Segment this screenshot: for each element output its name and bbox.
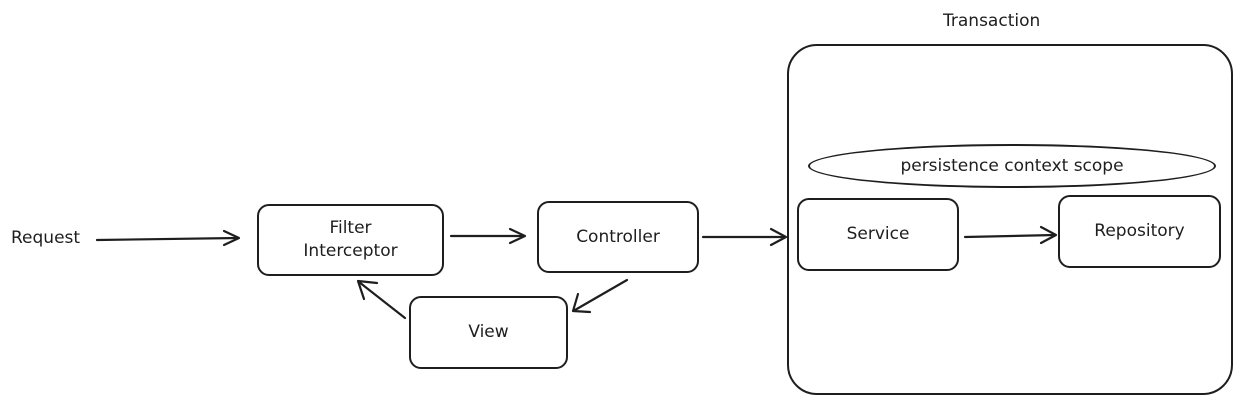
service-node: Service bbox=[797, 198, 959, 271]
filter-interceptor-node: Filter Interceptor bbox=[257, 204, 444, 276]
transaction-boundary bbox=[787, 44, 1233, 395]
request-label: Request bbox=[11, 228, 81, 248]
arrow-controller-to-view bbox=[571, 278, 629, 314]
filter-label: Filter bbox=[329, 218, 372, 238]
controller-node: Controller bbox=[537, 201, 699, 273]
persistence-context-scope: persistence context scope bbox=[808, 144, 1216, 188]
repository-node: Repository bbox=[1058, 195, 1221, 268]
arrow-view-to-filter bbox=[356, 279, 407, 320]
arrow-request-to-filter bbox=[95, 229, 241, 247]
persistence-scope-label: persistence context scope bbox=[900, 156, 1124, 176]
arrow-service-to-repository bbox=[963, 225, 1058, 245]
repository-label: Repository bbox=[1094, 221, 1185, 241]
arrow-filter-to-controller bbox=[449, 227, 527, 245]
view-label: View bbox=[468, 322, 509, 342]
controller-label: Controller bbox=[576, 226, 660, 247]
transaction-label: Transaction bbox=[943, 11, 1041, 31]
arrow-controller-to-service bbox=[701, 227, 788, 247]
interceptor-label: Interceptor bbox=[303, 241, 398, 261]
view-node: View bbox=[409, 296, 568, 369]
service-label: Service bbox=[846, 224, 910, 244]
